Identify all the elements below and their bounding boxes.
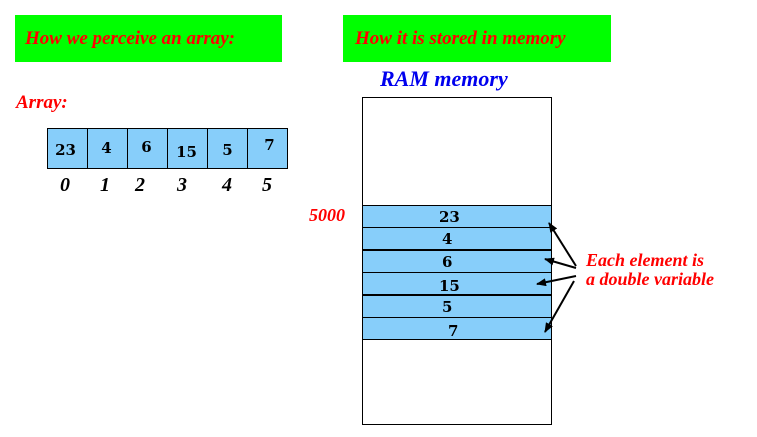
array-index-2: 2 <box>135 174 145 196</box>
arrow-to-first-cell <box>548 222 577 267</box>
arrow-to-third-cell <box>544 257 577 269</box>
array-index-5: 5 <box>262 174 272 196</box>
array-cell-2: 6 <box>127 128 168 169</box>
banner-perceive: How we perceive an array: <box>15 15 282 62</box>
memory-cell-value: 7 <box>448 322 459 340</box>
memory-cell-value: 6 <box>442 253 453 271</box>
memory-cell-1: 4 <box>362 227 552 250</box>
memory-cell-value: 5 <box>442 298 453 316</box>
array-cell-3: 15 <box>167 128 208 169</box>
memory-cell-value: 15 <box>439 277 460 295</box>
memory-cell-3: 15 <box>362 272 552 295</box>
banner-perceive-label: How we perceive an array: <box>25 27 236 49</box>
array-cell-value: 4 <box>101 138 112 157</box>
array-index-3: 3 <box>177 174 187 196</box>
arrow-to-fourth-cell <box>536 275 577 287</box>
array-cell-1: 4 <box>87 128 128 169</box>
array-cell-4: 5 <box>207 128 248 169</box>
array-cell-0: 23 <box>47 128 88 169</box>
array-cell-value: 7 <box>264 135 275 154</box>
element-annotation: Each element is a double variable <box>586 251 714 289</box>
array-cell-value: 5 <box>222 140 233 159</box>
array-cell-value: 6 <box>141 137 152 156</box>
memory-cell-value: 4 <box>442 230 453 248</box>
banner-stored: How it is stored in memory <box>343 15 611 62</box>
memory-cell-value: 23 <box>439 208 460 226</box>
array-index-1: 1 <box>100 174 110 196</box>
start-address-label: 5000 <box>309 205 345 225</box>
array-cells: 23 4 6 15 5 7 <box>47 128 288 169</box>
array-index-4: 4 <box>222 174 232 196</box>
ram-title: RAM memory <box>380 66 508 91</box>
array-index-0: 0 <box>60 174 70 196</box>
array-cell-value: 23 <box>55 140 76 159</box>
banner-stored-label: How it is stored in memory <box>355 27 566 49</box>
array-cell-5: 7 <box>247 128 288 169</box>
annotation-line-1: Each element is <box>586 250 704 270</box>
annotation-line-2: a double variable <box>586 269 714 289</box>
arrow-to-last-cell <box>544 280 575 333</box>
array-label: Array: <box>16 92 68 113</box>
array-cell-value: 15 <box>176 142 197 161</box>
